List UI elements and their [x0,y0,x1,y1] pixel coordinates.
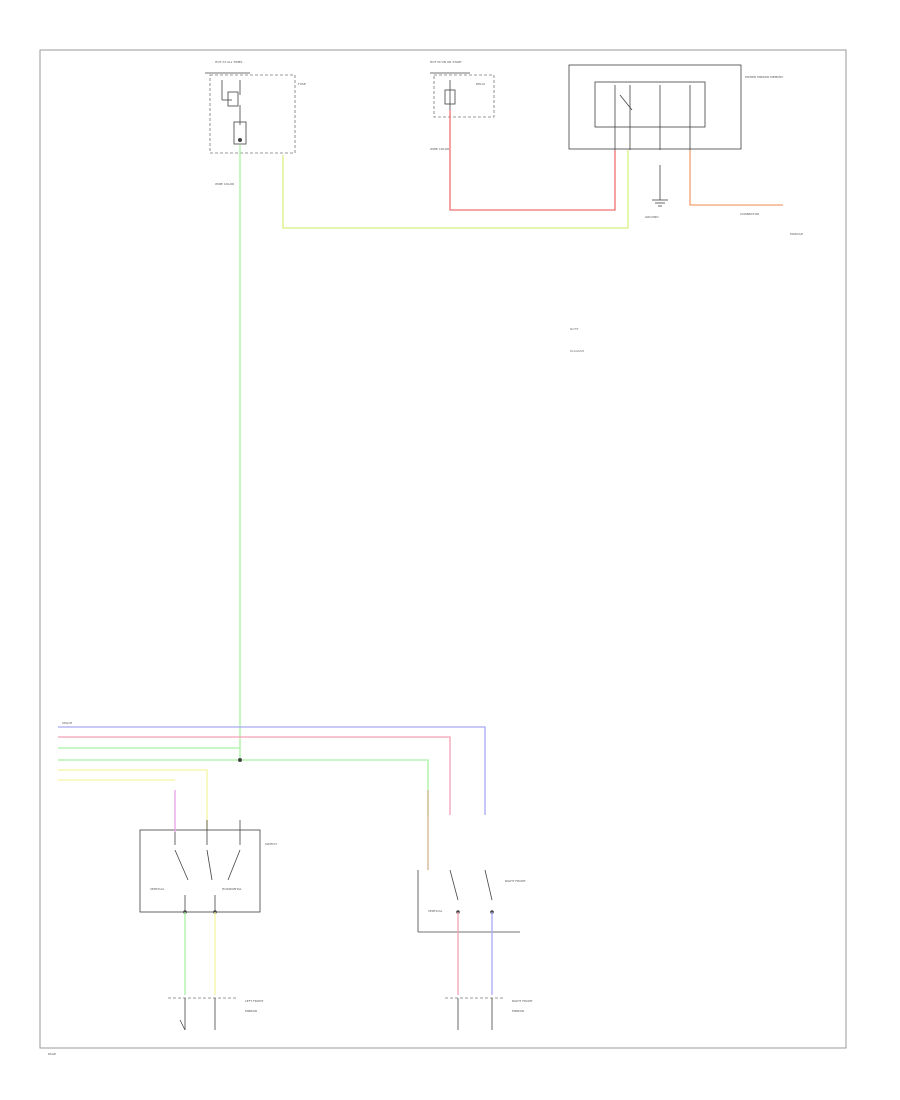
label-bus-1: SPLICE [62,721,72,725]
yellow-green-wire [282,150,629,229]
left-mirror-motor [168,997,236,1031]
label-right-motor: RIGHT FRONT [512,999,533,1003]
right-mirror-motor [445,997,505,1030]
label-top-middle-title: HOT IN ON OR START [430,60,462,64]
label-page: PAGE [48,1052,56,1056]
ground-symbol-top [652,165,668,207]
top-left-fuse-component [205,72,296,154]
label-module-right: MODULE [790,232,803,236]
label-note-1: NOTE [570,327,578,331]
label-left-switch-dir2: HORIZONTAL [222,887,242,891]
green-bus-wire-2 [58,759,429,815]
orange-wire [689,150,783,206]
top-right-relay-module [568,64,742,150]
label-left-motor-2: MIRROR [245,1009,257,1013]
label-connector-right: CONNECTOR [740,212,759,216]
label-note-2: DIAGRAM [570,349,585,353]
label-top-left-desc: FUSE [298,82,306,86]
pink-bus-wire [58,736,451,815]
label-left-switch: SWITCH [265,842,277,846]
blue-bus-wire [58,726,486,815]
label-top-left-title: HOT AT ALL TIMES [215,60,243,64]
label-left-switch-dir: VERTICAL [150,887,165,891]
left-mirror-switch [139,820,261,920]
splice-point [238,758,242,762]
top-middle-fuse-component [430,72,495,118]
label-top-middle-desc: RELAY [476,82,486,86]
label-right-switch-dir: VERTICAL [428,909,443,913]
diagram-frame [39,49,847,1049]
label-relay-module: POWER MIRROR MEMORY [745,75,783,79]
label-right-motor-2: MIRROR [512,1009,524,1013]
label-left-motor: LEFT FRONT [245,999,263,1003]
yellow-bus-wire [58,769,208,830]
label-ground: GROUND [645,215,659,219]
label-wire-color-2: WIRE COLOR [430,147,449,151]
label-wire-color-1: WIRE COLOR [215,182,234,186]
red-wire [449,110,616,211]
label-right-switch: RIGHT FRONT [505,879,526,883]
right-mirror-switch [417,869,520,933]
